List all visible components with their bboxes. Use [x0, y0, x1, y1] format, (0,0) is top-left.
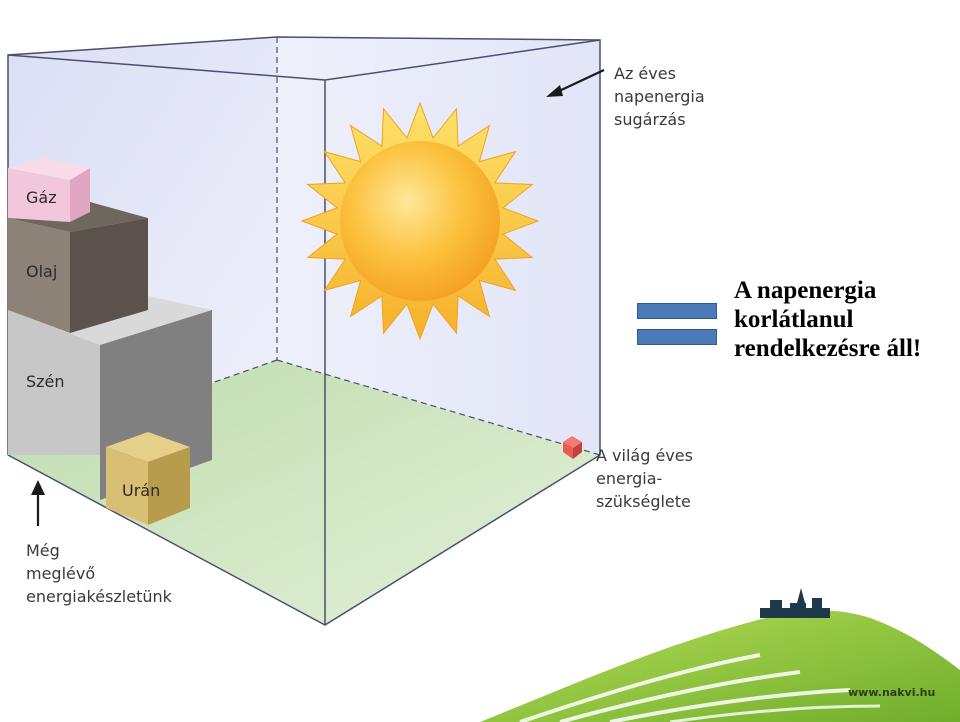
town-silhouette-icon — [760, 588, 830, 618]
cube-label-coal: Szén — [26, 372, 65, 391]
cube-label-uranium: Urán — [122, 481, 160, 500]
statement-text: A napenergia korlátlanul rendelkezésre á… — [734, 276, 954, 363]
cube-label-oil: Olaj — [26, 262, 57, 281]
statement-line-1: A napenergia — [734, 277, 877, 304]
label-world-energy-need: A világ éves energia- szükséglete — [596, 446, 698, 511]
cube-label-gas: Gáz — [26, 188, 57, 207]
website-text: www.nakvi.hu — [848, 686, 935, 699]
sun-icon — [300, 101, 540, 341]
label-energy-reserves: Még meglévő energiakészletünk — [26, 541, 173, 606]
hill-logo: www.nakvi.hu — [480, 588, 960, 722]
cube-oil: Olaj — [8, 202, 148, 333]
equals-bar-bottom — [637, 329, 717, 345]
equals-bar-top — [637, 303, 717, 319]
cube-gas: Gáz — [8, 158, 90, 222]
cube-uranium: Urán — [106, 432, 190, 525]
statement-line-2: korlátlanul — [734, 306, 854, 333]
arrow-reserves — [31, 480, 45, 526]
world-need-cube — [563, 436, 582, 459]
statement-line-3: rendelkezésre áll! — [734, 335, 922, 362]
arrow-solar — [546, 69, 605, 97]
label-solar-radiation: Az éves napenergia sugárzás — [614, 64, 710, 129]
